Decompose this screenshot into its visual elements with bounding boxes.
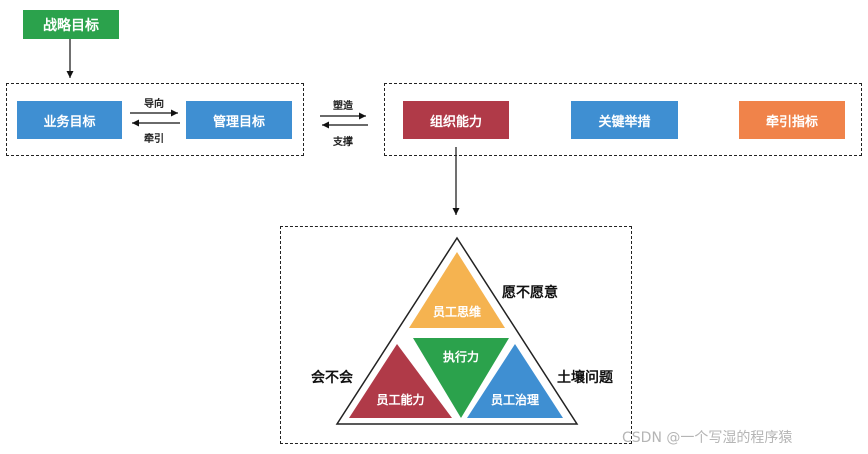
- pyramid-frame: [280, 226, 632, 444]
- pyramid-left-red: [349, 344, 452, 418]
- org-capability-box: 组织能力: [403, 101, 509, 139]
- willing-label: 愿不愿意: [502, 285, 558, 301]
- employee-governance-label: 员工治理: [490, 393, 539, 407]
- pyramid-top-yellow: [409, 252, 505, 328]
- management-goal-box: 管理目标: [186, 101, 292, 139]
- employee-mindset-label: 员工思维: [432, 305, 481, 319]
- key-measures-box: 关键举措: [571, 101, 678, 139]
- support-label: 支撑: [333, 137, 353, 148]
- watermark: CSDN @一个写湿的程序猿: [622, 430, 793, 446]
- left-group-frame: [6, 83, 304, 156]
- strategy-goal-box: 战略目标: [23, 10, 119, 39]
- pull-label: 牵引: [144, 134, 164, 145]
- pyramid-center-green: [413, 338, 509, 418]
- right-group-frame: [384, 83, 862, 156]
- able-label: 会不会: [311, 370, 353, 386]
- execution-label: 执行力: [442, 350, 479, 364]
- lead-indicators-box: 牵引指标: [739, 101, 845, 139]
- pyramid-right-blue: [467, 344, 563, 418]
- soil-label: 土壤问题: [557, 370, 613, 386]
- business-goal-box: 业务目标: [17, 101, 122, 139]
- shape-label: 塑造: [333, 101, 353, 112]
- employee-capability-label: 员工能力: [376, 393, 425, 407]
- guide-label: 导向: [144, 99, 164, 110]
